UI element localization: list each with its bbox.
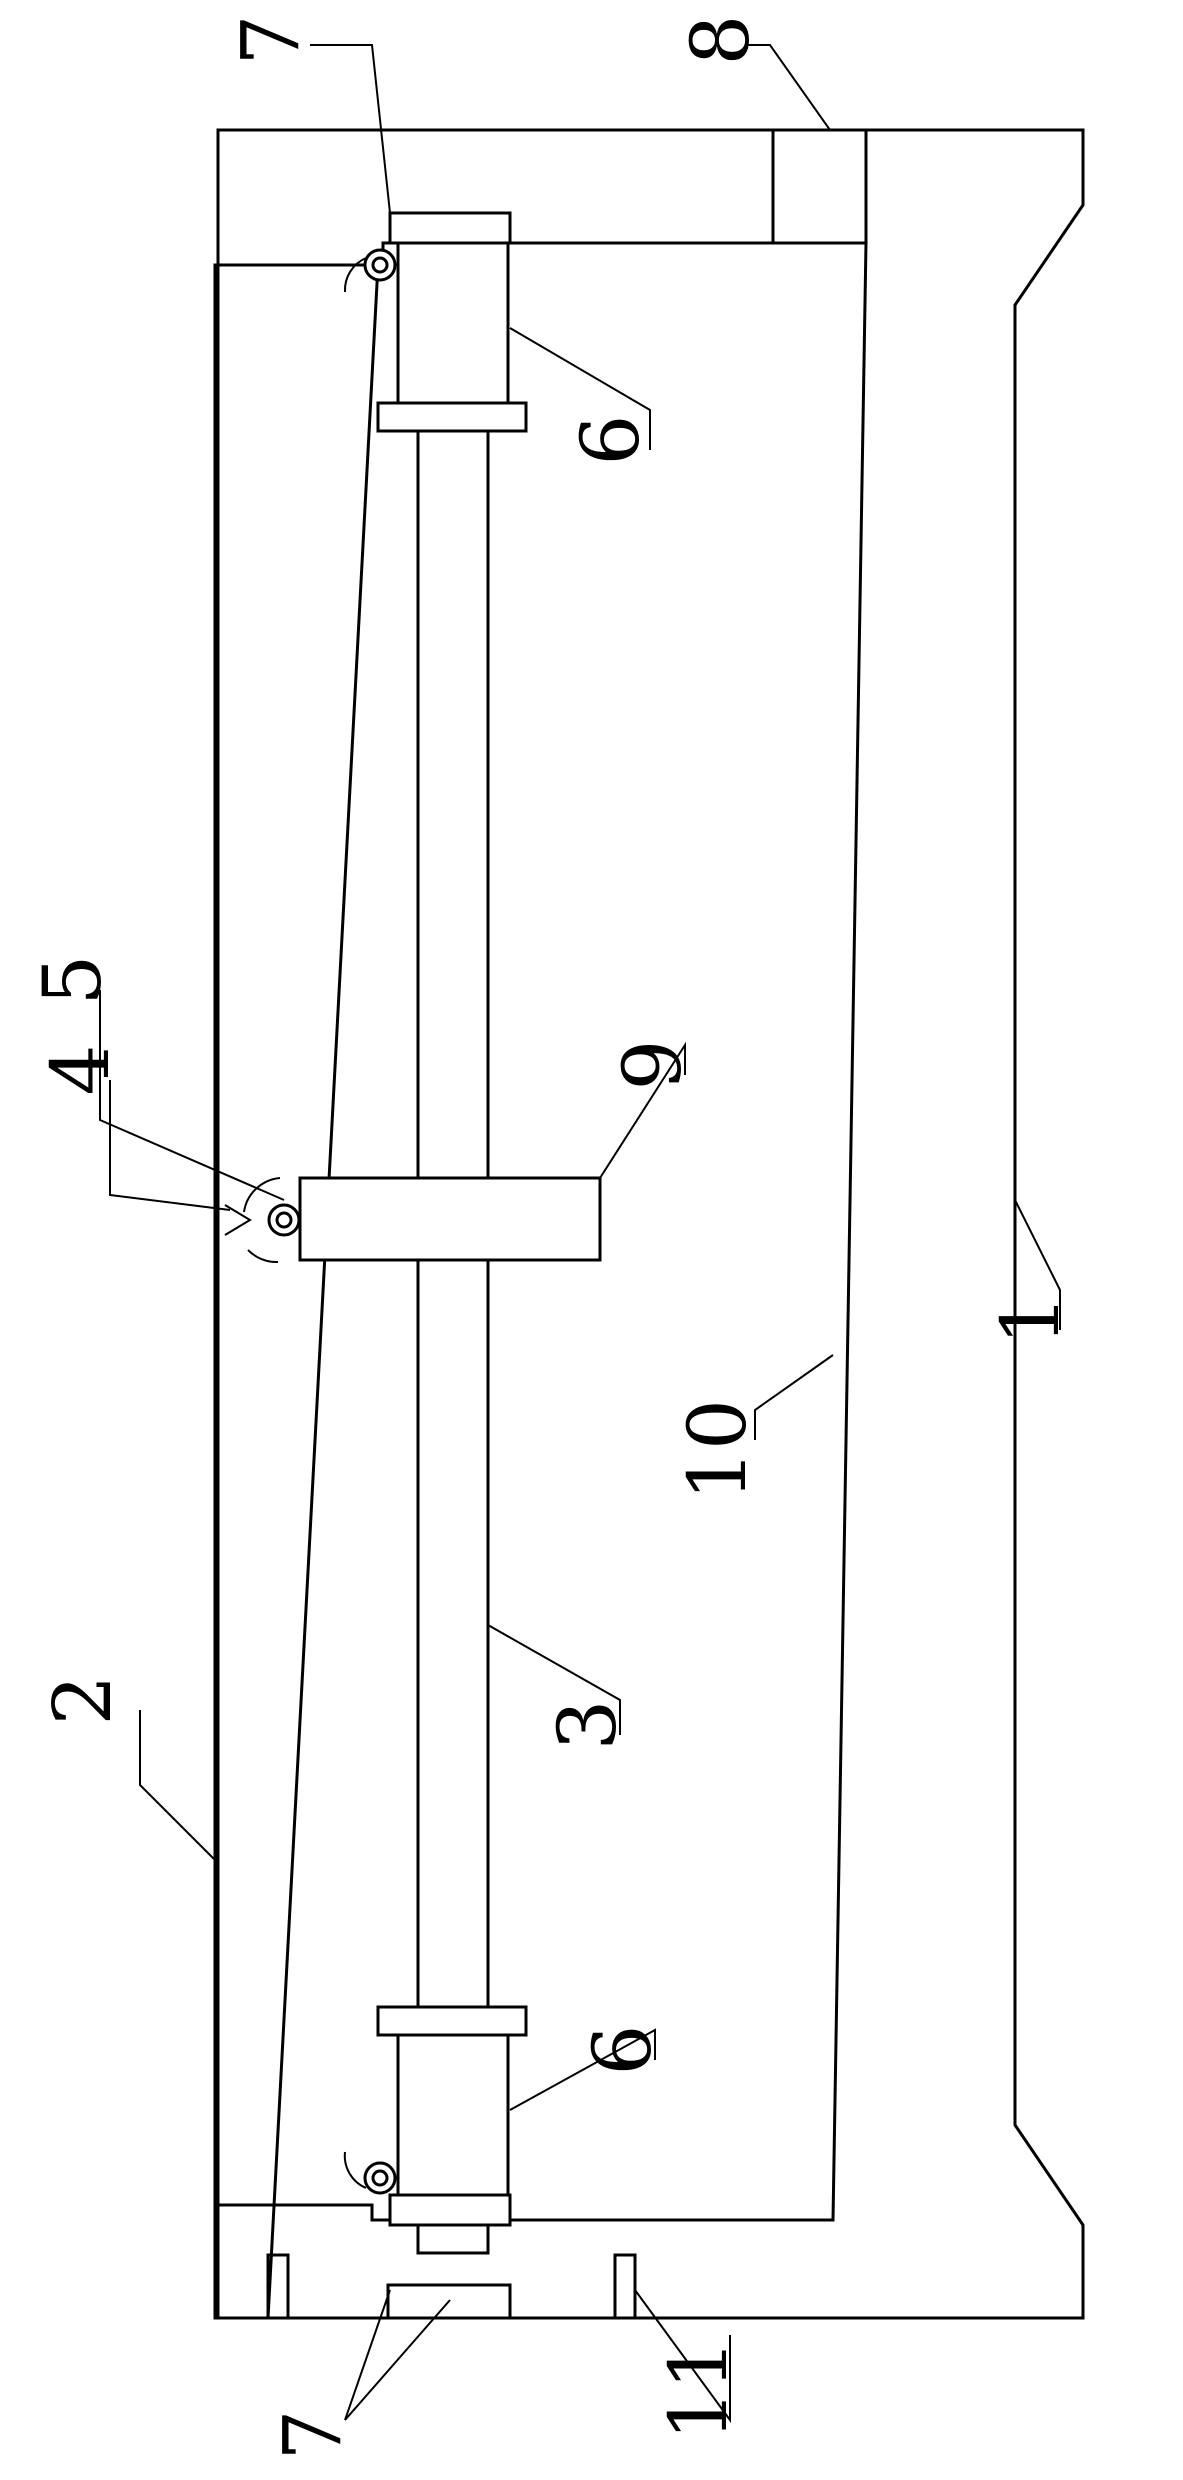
bolt-slots bbox=[266, 2253, 637, 2320]
label-body: 1 bbox=[984, 1295, 1077, 1346]
drive-block bbox=[298, 1176, 602, 1262]
sleeves bbox=[376, 241, 528, 2197]
label-bolt: 11 bbox=[652, 2339, 745, 2441]
label-vent-hole: 8 bbox=[674, 15, 767, 66]
label-sleeve-bottom: 6 bbox=[576, 2025, 669, 2076]
label-sleeve-top: 6 bbox=[564, 415, 657, 466]
label-cover-plate: 2 bbox=[36, 1675, 129, 1726]
hinges bbox=[224, 248, 397, 2195]
label-bearing-top: 7 bbox=[224, 15, 317, 66]
bearings bbox=[386, 211, 512, 2320]
label-cavity-wall: 10 bbox=[671, 1399, 764, 1501]
label-shaft: 3 bbox=[541, 1700, 634, 1751]
label-bearing-bottom: 7 bbox=[266, 2410, 359, 2461]
callout-labels: 7 8 6 9 5 4 10 1 2 3 6 7 11 bbox=[26, 15, 1077, 2461]
leader-lines bbox=[99, 44, 1061, 2424]
label-hinge-pin: 5 bbox=[26, 955, 119, 1006]
label-hinge-bracket: 4 bbox=[34, 1045, 127, 1096]
cover-plate bbox=[213, 263, 380, 2320]
label-drive-block: 9 bbox=[606, 1040, 699, 1091]
vent-hole bbox=[771, 128, 868, 245]
